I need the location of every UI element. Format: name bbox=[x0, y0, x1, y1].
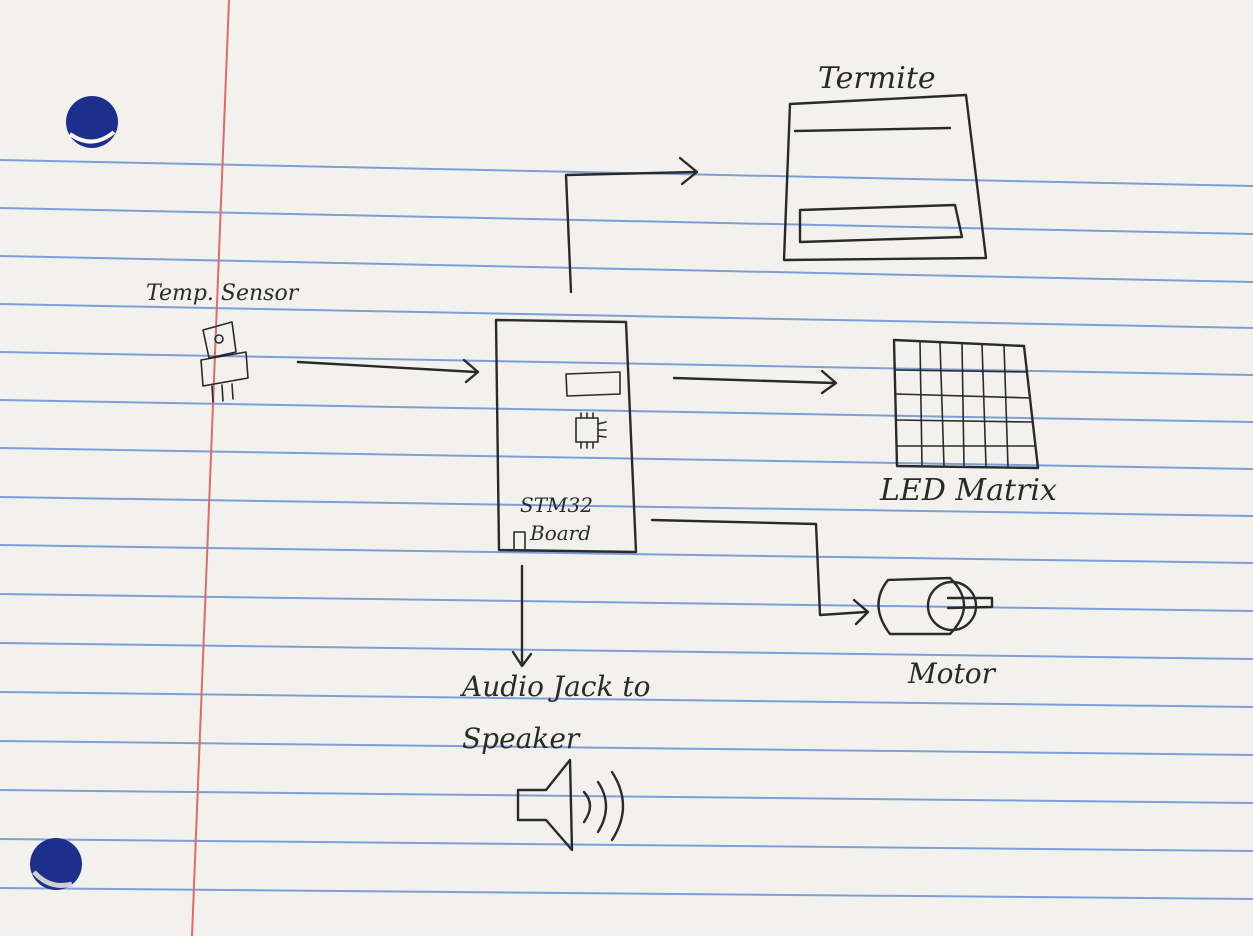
termite-label: Termite bbox=[818, 61, 936, 96]
audio-jack-label: Audio Jack to bbox=[459, 670, 650, 703]
board-label: Board bbox=[529, 521, 591, 545]
stm32-label: STM32 bbox=[520, 493, 593, 517]
motor-label: Motor bbox=[907, 657, 997, 690]
speaker-label: Speaker bbox=[462, 722, 581, 755]
punch-hole-bottom bbox=[30, 838, 82, 890]
led-matrix-label: LED Matrix bbox=[879, 473, 1057, 508]
temp-sensor-label: Temp. Sensor bbox=[146, 281, 300, 306]
punch-hole-top bbox=[66, 96, 118, 148]
